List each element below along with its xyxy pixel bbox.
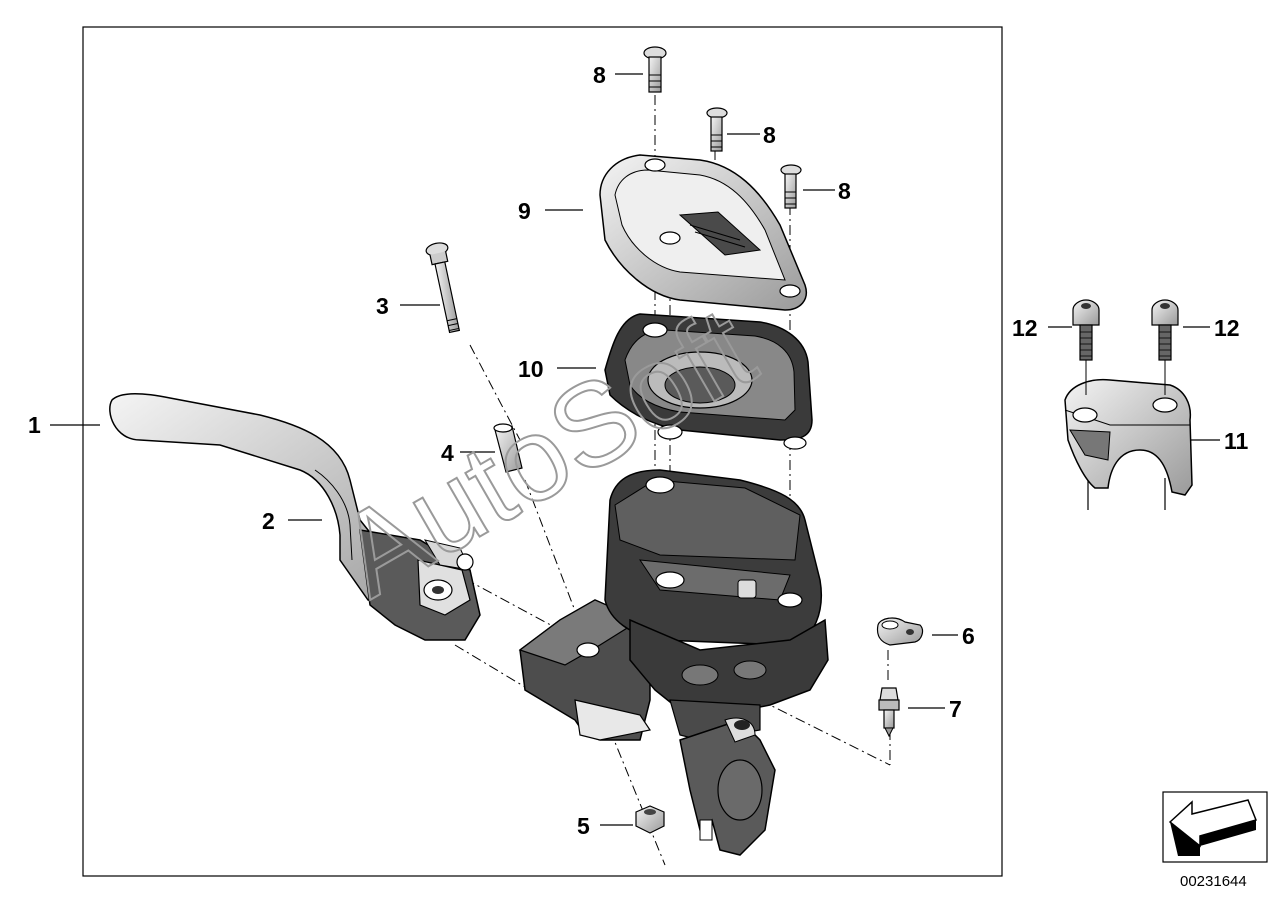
clamp-bolt <box>1151 299 1179 395</box>
callout-2: 2 <box>262 508 275 534</box>
callout-6: 6 <box>962 623 975 649</box>
cover-screw <box>780 164 802 209</box>
bleeder-cap <box>876 617 924 646</box>
nut <box>635 805 665 834</box>
callout-12-right: 12 <box>1214 315 1240 341</box>
callout-11: 11 <box>1224 428 1249 454</box>
arrow-down-left-icon <box>1162 791 1268 863</box>
diagram-number: 00231644 <box>1180 873 1247 890</box>
callout-8-top: 8 <box>593 62 606 88</box>
callout-8-middle: 8 <box>763 122 776 148</box>
reservoir-gasket <box>604 313 813 450</box>
callout-5: 5 <box>577 813 590 839</box>
callout-7: 7 <box>949 696 962 722</box>
callout-1: 1 <box>28 412 41 438</box>
cover-screw <box>706 107 728 152</box>
reservoir-cover <box>599 154 807 311</box>
brake-lever <box>109 393 481 641</box>
callout-10: 10 <box>518 356 544 382</box>
bleeder-valve <box>878 687 900 738</box>
leader-lines <box>50 73 1220 826</box>
callout-12-left: 12 <box>1012 315 1038 341</box>
callout-4: 4 <box>441 440 454 466</box>
callout-8-right: 8 <box>838 178 851 204</box>
clamp-bolt <box>1072 299 1100 395</box>
main-frame <box>82 26 1003 877</box>
callout-3: 3 <box>376 293 389 319</box>
master-cylinder-body <box>518 469 829 856</box>
handlebar-clamp <box>1064 378 1193 496</box>
pivot-bolt <box>425 242 461 334</box>
bushing <box>493 423 523 473</box>
callout-9: 9 <box>518 198 531 224</box>
cover-screw <box>643 46 667 93</box>
